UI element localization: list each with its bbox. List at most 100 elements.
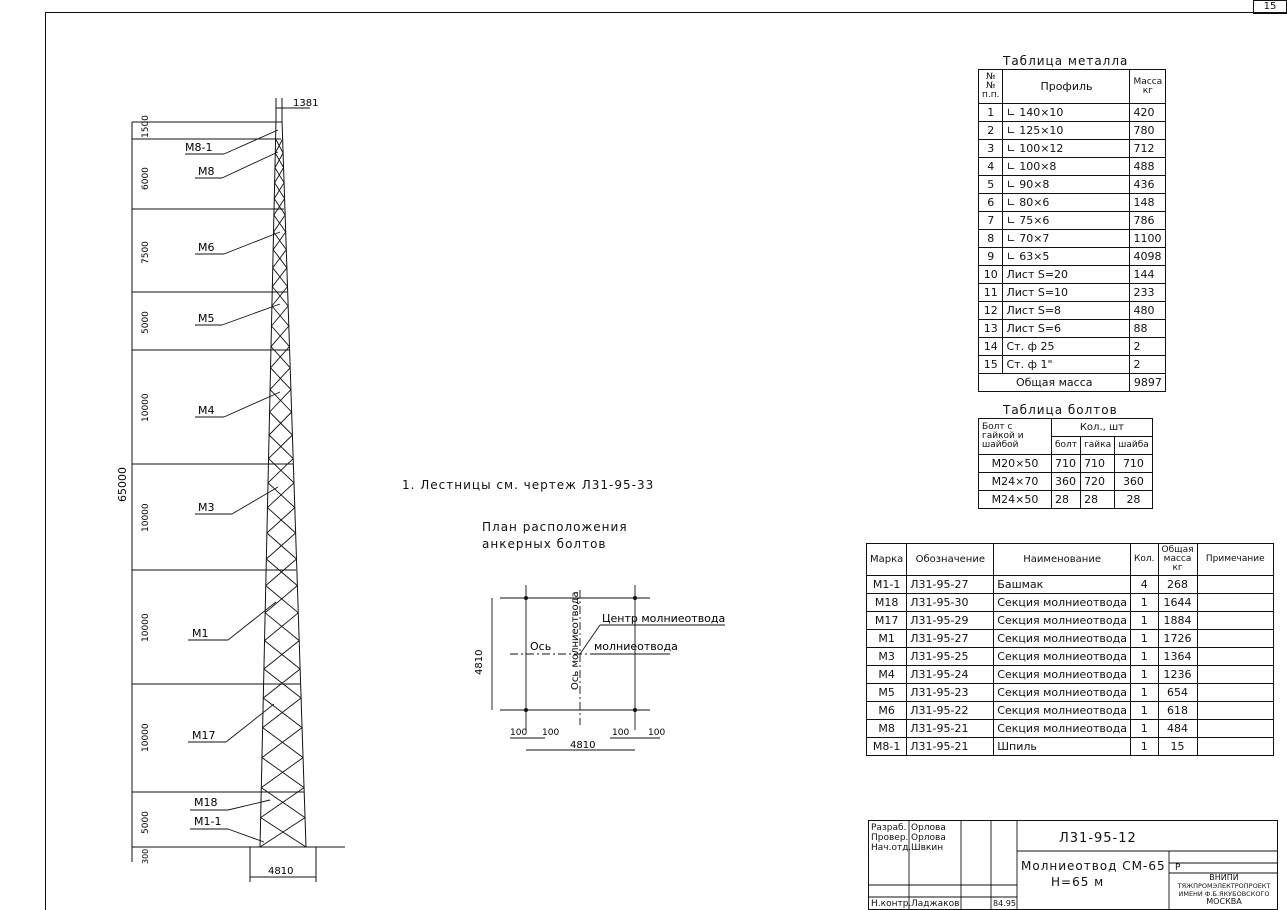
table-cell: ∟ 100×8 <box>1002 157 1131 176</box>
metal-table-title: Таблица металла <box>1003 54 1129 68</box>
table-cell: 710 <box>1080 454 1116 473</box>
top-dimension: 1381 <box>293 98 318 109</box>
bolt-table: Болт с гайкой и шайбой Кол., шт болт гай… <box>978 418 1153 509</box>
anchor-bolt-plan: Центр молниеотвода Ось молниеотвода Ось … <box>474 585 725 751</box>
table-cell: 1 <box>1130 701 1159 720</box>
role: Н.контр. <box>871 899 912 909</box>
person-name: Ладжаков <box>911 899 960 909</box>
mark-label: М17 <box>192 729 216 742</box>
table-cell: Л31-95-21 <box>906 737 995 756</box>
table-cell: Секция молниеотвода <box>993 647 1131 666</box>
table-cell: 148 <box>1129 193 1167 212</box>
stair-note: 1. Лестницы см. чертеж Л31-95-33 <box>402 478 655 492</box>
total-label: Общая масса <box>977 373 1131 392</box>
col-header: Марка <box>865 543 908 576</box>
person-name: Швкин <box>911 843 944 853</box>
table-cell: 4 <box>977 157 1004 176</box>
table-cell: М17 <box>865 611 908 630</box>
table-cell: ∟ 70×7 <box>1002 229 1131 248</box>
segment-height: 7500 <box>141 241 151 264</box>
table-cell <box>1196 629 1275 648</box>
table-cell: Л31-95-27 <box>906 629 995 648</box>
table-cell: 4 <box>1130 575 1159 594</box>
mark-label: М3 <box>198 501 215 514</box>
segment-height: 5000 <box>141 811 151 834</box>
table-cell: ∟ 75×6 <box>1002 211 1131 230</box>
col-header: Наименование <box>993 543 1131 576</box>
table-cell: 1 <box>1130 611 1159 630</box>
sheet-frame <box>45 12 1286 910</box>
table-cell: 6 <box>977 193 1004 212</box>
table-cell: 11 <box>977 283 1004 302</box>
col-subheader: гайка <box>1080 436 1116 455</box>
page-number: 15 <box>1253 0 1287 14</box>
table-cell: М20×50 <box>978 454 1052 473</box>
table-cell <box>1196 719 1275 738</box>
title-block: Разраб. Провер. Нач.отд. Орлова Орлова Ш… <box>868 820 1278 910</box>
org-line: ИМЕНИ Ф.Б.ЯКУБОВСКОГО <box>1178 890 1270 898</box>
dim-100: 100 <box>542 728 559 738</box>
table-cell: 1 <box>1130 665 1159 684</box>
mark-label: М8 <box>198 165 215 178</box>
table-cell: Шпиль <box>993 737 1131 756</box>
table-cell: 2 <box>1129 355 1167 374</box>
segment-height: 10000 <box>141 503 151 532</box>
table-cell: ∟ 140×10 <box>1002 103 1131 122</box>
col-header: Обозначение <box>906 543 995 576</box>
axis-label-v: Ось молниеотвода <box>570 591 581 690</box>
table-cell: М5 <box>865 683 908 702</box>
date: 84.95 <box>993 899 1016 908</box>
table-cell: Секция молниеотвода <box>993 719 1131 738</box>
table-cell: 13 <box>977 319 1004 338</box>
role: Разраб. <box>871 823 907 833</box>
table-cell: 484 <box>1157 719 1198 738</box>
table-cell: 420 <box>1129 103 1167 122</box>
segment-height: 6000 <box>141 167 151 190</box>
col-subheader: шайба <box>1114 436 1153 455</box>
dim-100: 100 <box>648 728 665 738</box>
total-value: 9897 <box>1129 373 1167 392</box>
table-cell: 1 <box>977 103 1004 122</box>
table-cell: 15 <box>977 355 1004 374</box>
table-cell: Л31-95-22 <box>906 701 995 720</box>
col-header: Кол., шт <box>1051 418 1153 437</box>
table-cell: Ст. ф 25 <box>1002 337 1131 356</box>
table-cell: 4098 <box>1129 247 1167 266</box>
table-cell: 1236 <box>1157 665 1198 684</box>
table-cell: 12 <box>977 301 1004 320</box>
table-cell: 1644 <box>1157 593 1198 612</box>
table-cell <box>1196 701 1275 720</box>
col-header: Примечание <box>1196 543 1275 576</box>
segment-height: 300 <box>141 849 150 864</box>
table-cell <box>1196 611 1275 630</box>
table-cell <box>1196 647 1275 666</box>
table-cell: 1364 <box>1157 647 1198 666</box>
bolt-table-title: Таблица болтов <box>1003 403 1118 417</box>
role: Нач.отд. <box>871 843 912 853</box>
table-cell: М8-1 <box>865 737 908 756</box>
table-cell: Л31-95-27 <box>906 575 995 594</box>
mark-label: М1-1 <box>194 815 221 828</box>
table-cell: 360 <box>1114 472 1153 491</box>
table-cell: 15 <box>1157 737 1198 756</box>
dim-vertical: 4810 <box>474 650 485 675</box>
table-cell: 720 <box>1080 472 1116 491</box>
table-cell: 28 <box>1050 490 1082 509</box>
table-cell: М8 <box>865 719 908 738</box>
col-header: Масса кг <box>1129 69 1167 104</box>
table-cell: 480 <box>1129 301 1167 320</box>
